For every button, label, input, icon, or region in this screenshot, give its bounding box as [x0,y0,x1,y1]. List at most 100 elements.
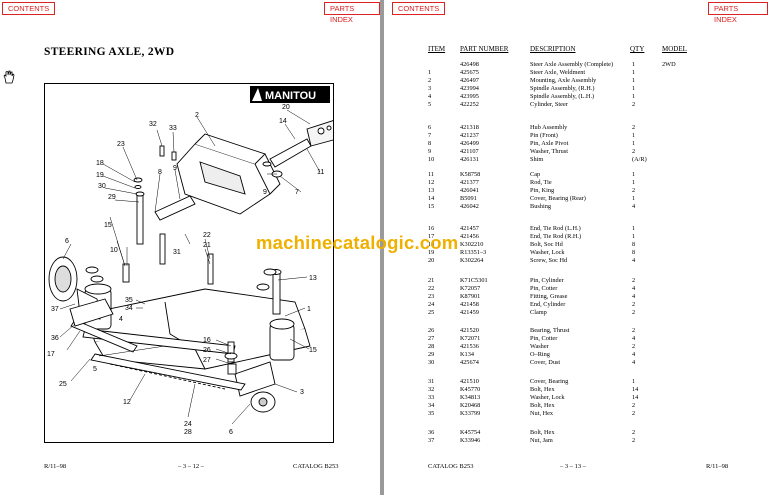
part-number-cell: K71C5301 [460,277,488,284]
qty-cell: 14 [632,385,639,393]
part-number-cell: 426042 [460,202,479,210]
item-cell: 25 [428,308,435,316]
qty-cell: 2 [632,186,636,194]
qty-cell: 4 [632,334,636,342]
description-cell: Pin, King [530,186,555,194]
part-number-cell: K34813 [460,393,481,401]
callout-23: 23 [117,141,125,148]
callout-8: 8 [158,169,162,176]
item-cell: 1 [428,68,432,76]
parts-index-button[interactable]: PARTS INDEX [324,2,380,24]
part-number-cell: 421459 [460,308,479,316]
part-number-cell: 426131 [460,155,479,163]
footer-revision: R/11–98 [44,463,67,470]
qty-cell: 1 [632,171,636,178]
callout-21: 21 [203,242,211,249]
qty-cell: 2 [632,327,636,334]
part-number-cell: 421318 [460,124,479,131]
callout-33: 33 [169,125,177,132]
callout-26: 26 [203,347,211,354]
description-cell: End, Tie Rod (L.H.) [530,225,581,232]
callout-6b: 6 [229,429,233,436]
footer-catalog-right: CATALOG B253 [428,463,474,470]
part-number-cell: 421536 [460,342,479,350]
item-cell: 14 [428,194,435,202]
item-cell: 4 [428,92,432,100]
description-cell: End, Tie Rod (R.H.) [530,232,582,240]
qty-cell: 1 [632,84,636,92]
qty-cell: 2 [632,277,636,284]
description-cell: Washer, Thrust [530,147,568,155]
description-cell: Pin, Cotter [530,334,558,342]
description-cell: Spindle Assembly, (L.H.) [530,92,595,100]
header-description: DESCRIPTION [530,45,576,53]
description-cell: Steer Axle Assembly (Complete) [530,61,614,68]
qty-cell: 1 [632,139,636,147]
qty-cell: 1 [632,232,636,240]
header-item: ITEM [428,45,446,53]
description-cell: Bolt, Hex [530,401,555,409]
part-number-cell: 421377 [460,178,479,186]
qty-cell: 1 [632,194,636,202]
description-cell: Shim [530,155,544,163]
part-number-cell: 421456 [460,232,479,240]
item-cell: 20 [428,256,435,264]
hand-cursor-icon [3,70,15,84]
part-number-cell: K45770 [460,385,481,393]
description-cell: Bolt, Hex [530,429,555,436]
part-number-cell: 421520 [460,327,479,334]
part-number-cell: 421237 [460,131,479,139]
description-cell: Fitting, Grease [530,292,568,300]
item-cell: 13 [428,186,435,194]
part-number-cell: K58758 [460,171,481,178]
parts-index-button-right[interactable]: PARTS INDEX [708,2,768,24]
qty-cell: 2 [632,100,636,108]
left-page: CONTENTS PARTS INDEX STEERING AXLE, 2WD … [0,0,380,495]
callout-37: 37 [51,306,59,313]
description-cell: Washer, Lock [530,248,565,256]
contents-button[interactable]: CONTENTS [2,2,56,15]
part-number-cell: K87901 [460,292,481,300]
item-cell: 29 [428,350,435,358]
qty-cell: 14 [632,393,639,401]
item-cell: 7 [428,131,432,139]
part-number-cell: 421510 [460,378,479,385]
callout-35: 35 [125,297,133,304]
callout-1: 1 [307,306,311,313]
callout-15b: 15 [309,347,317,354]
description-cell: Cover, Dust [530,358,561,366]
description-cell: Steer Axle, Weldment [530,68,586,76]
part-number-cell: 425674 [460,358,479,366]
callout-13: 13 [309,275,317,282]
part-number-cell: K302264 [460,256,484,264]
callout-5: 5 [93,366,97,373]
part-number-cell: 426497 [460,76,479,84]
qty-cell: 2 [632,429,636,436]
qty-cell: 2 [632,342,636,350]
callout-12: 12 [123,399,131,406]
callout-25: 25 [59,381,67,388]
contents-button-right[interactable]: CONTENTS [392,2,446,15]
item-cell: 23 [428,292,435,300]
callout-28: 28 [184,429,192,436]
callout-34: 34 [125,305,133,312]
qty-cell: 4 [632,202,636,210]
item-cell: 6 [428,124,432,131]
description-cell: Clamp [530,308,547,316]
callout-7: 7 [295,189,299,196]
callout-36: 36 [51,335,59,342]
callout-27: 27 [203,357,211,364]
